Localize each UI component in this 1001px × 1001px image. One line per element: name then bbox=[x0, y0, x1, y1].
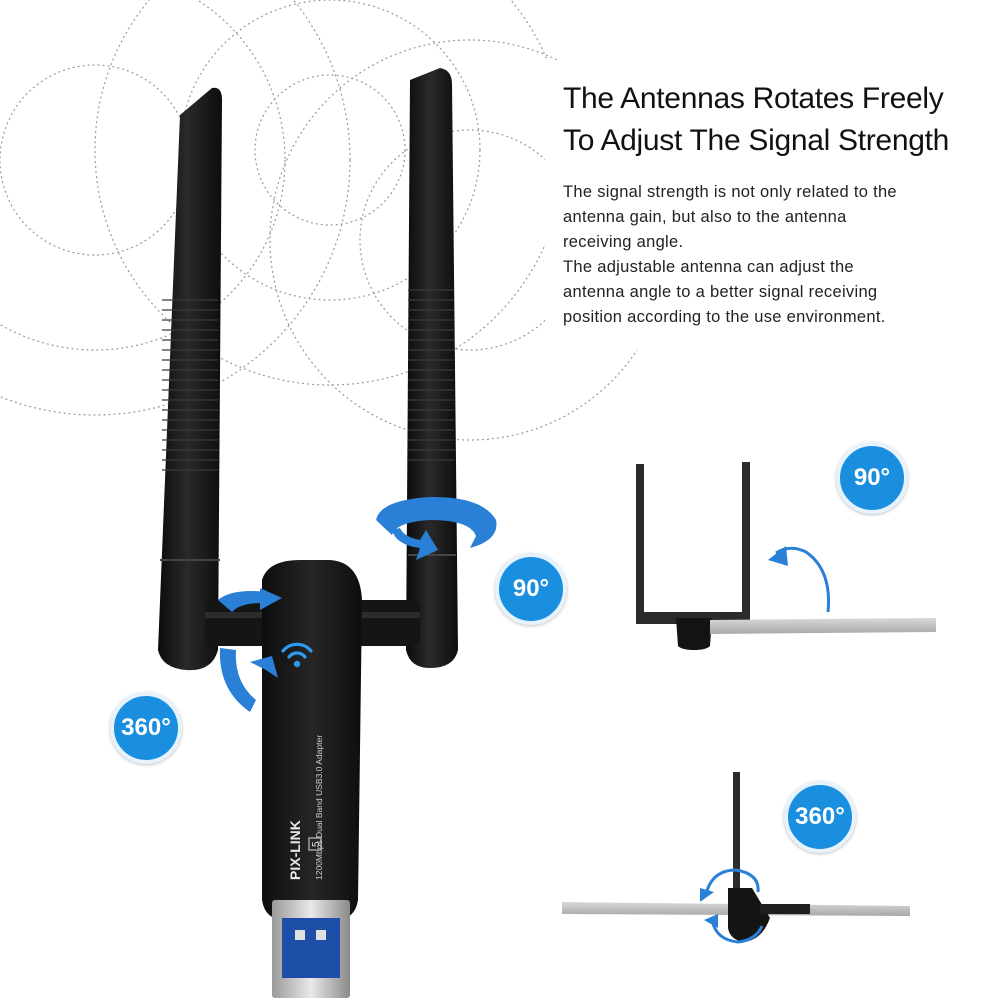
diagram-rotate-90 bbox=[636, 462, 936, 650]
description: The signal strength is not only related … bbox=[563, 180, 993, 330]
wifi-icon bbox=[281, 642, 313, 659]
description-line-3: receiving angle. bbox=[563, 233, 684, 251]
badge-product-360: 360° bbox=[110, 692, 182, 764]
device-brand-label: PIX-LINK bbox=[287, 820, 303, 880]
description-line-6: position according to the use environmen… bbox=[563, 308, 886, 326]
headline-line-1: The Antennas Rotates Freely bbox=[563, 82, 944, 115]
headline: The Antennas Rotates Freely To Adjust Th… bbox=[563, 78, 993, 162]
badge-diagram-90: 90° bbox=[836, 442, 908, 514]
badge-product-90: 90° bbox=[495, 553, 567, 625]
diagram-rotate-360 bbox=[562, 772, 910, 944]
rotate-arrow-icon bbox=[218, 496, 497, 712]
description-line-1: The signal strength is not only related … bbox=[563, 183, 897, 201]
headline-line-2: To Adjust The Signal Strength bbox=[563, 124, 950, 157]
right-antenna bbox=[406, 68, 458, 668]
device-model-label: 1200Mbps Dual Band USB3.0 Adapter bbox=[314, 735, 324, 880]
description-line-4: The adjustable antenna can adjust the bbox=[563, 258, 854, 276]
left-antenna bbox=[158, 87, 222, 671]
wifi-version-badge: 5 bbox=[311, 841, 322, 847]
description-line-2: antenna gain, but also to the antenna bbox=[563, 208, 847, 226]
badge-diagram-360: 360° bbox=[784, 781, 856, 853]
adapter-body: PIX-LINK 1200Mbps Dual Band USB3.0 Adapt… bbox=[262, 560, 362, 998]
description-line-5: antenna angle to a better signal receivi… bbox=[563, 283, 878, 301]
